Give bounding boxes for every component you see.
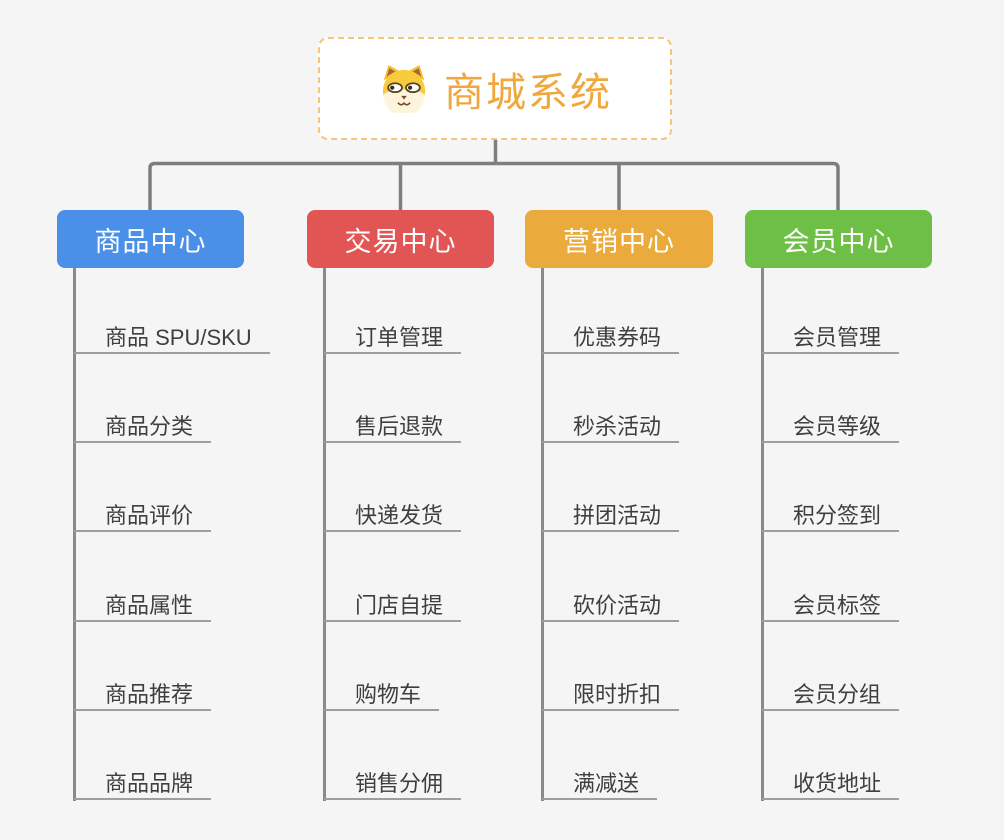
- leaf-topic[interactable]: 满减送: [542, 762, 658, 800]
- root-title: 商城系统: [444, 70, 612, 115]
- leaf-topic[interactable]: 拼团活动: [542, 494, 680, 532]
- shiba-dog-icon: [378, 64, 430, 113]
- leaf-topic[interactable]: 销售分佣: [324, 762, 462, 800]
- leaf-topic[interactable]: 限时折扣: [542, 673, 680, 711]
- leaf-topic[interactable]: 商品分类: [74, 405, 212, 443]
- leaf-topic[interactable]: 砍价活动: [542, 584, 680, 622]
- leaf-topic[interactable]: 积分签到: [762, 494, 900, 532]
- column-trunk-line: [761, 268, 764, 801]
- leaf-topic[interactable]: 商品品牌: [74, 762, 212, 800]
- branch-label: 营销中心: [563, 226, 675, 257]
- leaf-topic[interactable]: 门店自提: [324, 584, 462, 622]
- leaf-topic[interactable]: 秒杀活动: [542, 405, 680, 443]
- root-node-mall-system[interactable]: 商城系统: [318, 37, 672, 140]
- branch-label: 商品中心: [94, 226, 207, 257]
- column-trunk-line: [73, 268, 76, 801]
- branch-node-trade-center[interactable]: 交易中心: [307, 210, 494, 268]
- branch-node-marketing-center[interactable]: 营销中心: [525, 210, 713, 268]
- branch-node-product-center[interactable]: 商品中心: [57, 210, 244, 268]
- branch-node-member-center[interactable]: 会员中心: [745, 210, 932, 268]
- leaf-topic[interactable]: 商品推荐: [74, 673, 212, 711]
- leaf-topic[interactable]: 商品属性: [74, 584, 212, 622]
- leaf-topic[interactable]: 订单管理: [324, 316, 462, 354]
- column-trunk-line: [323, 268, 326, 801]
- branch-label: 会员中心: [782, 226, 895, 257]
- leaf-topic[interactable]: 收货地址: [762, 762, 900, 800]
- leaf-topic[interactable]: 会员分组: [762, 673, 900, 711]
- leaf-topic[interactable]: 会员管理: [762, 316, 900, 354]
- leaf-topic[interactable]: 商品评价: [74, 494, 212, 532]
- leaf-topic[interactable]: 优惠券码: [542, 316, 680, 354]
- leaf-topic[interactable]: 会员等级: [762, 405, 900, 443]
- leaf-topic[interactable]: 购物车: [324, 673, 440, 711]
- leaf-topic[interactable]: 快递发货: [324, 494, 462, 532]
- leaf-topic[interactable]: 售后退款: [324, 405, 462, 443]
- leaf-topic[interactable]: 会员标签: [762, 584, 900, 622]
- leaf-topic[interactable]: 商品 SPU/SKU: [74, 316, 270, 354]
- branch-label: 交易中心: [344, 226, 457, 257]
- column-trunk-line: [541, 268, 544, 801]
